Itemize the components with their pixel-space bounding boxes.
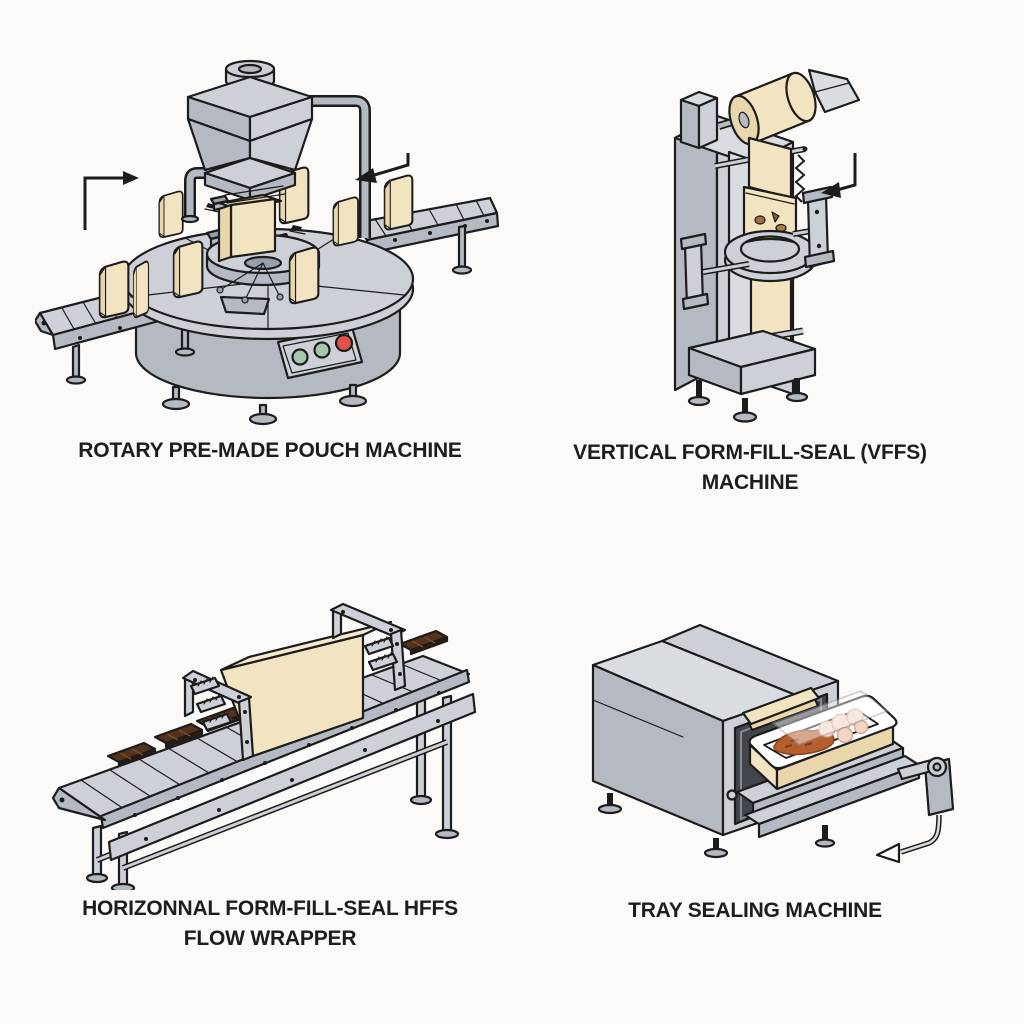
- figure-tray-sealing-machine: [565, 595, 985, 890]
- wrapping-film: [219, 620, 393, 758]
- outfeed-conveyor: [353, 174, 500, 275]
- vffs-machine-illustration: [673, 68, 861, 423]
- figure-hffs-flow-wrapper: [45, 590, 505, 894]
- cable-spring: [794, 154, 806, 203]
- film-roll: [679, 68, 861, 150]
- hffs-flow-wrapper-illustration: [51, 602, 477, 894]
- handle-unit: [875, 756, 955, 864]
- infeed-direction-arrow: [83, 171, 139, 230]
- door-knob: [726, 789, 738, 801]
- caption-vffs: VERTICAL FORM-FILL-SEAL (VFFS) MACHINE: [573, 441, 927, 494]
- pouch-being-filled: [217, 185, 286, 263]
- film-feed-direction-arrow: [821, 153, 857, 198]
- caption-hffs: HORIZONNAL FORM-FILL-SEAL HFFS FLOW WRAP…: [82, 897, 458, 950]
- tray-sealing-machine-illustration: [591, 623, 955, 864]
- handle-direction-arrow: [875, 842, 901, 864]
- hopper-assembly: [180, 59, 371, 263]
- caption-tray-sealer: TRAY SEALING MACHINE: [628, 899, 882, 922]
- food-pieces: [818, 708, 869, 744]
- outfeed-direction-arrow: [355, 153, 410, 183]
- machine-base: [687, 329, 817, 423]
- lidding-film-sheet: [741, 686, 821, 732]
- red-button: [334, 333, 354, 353]
- figure-rotary-pouch-machine: [33, 55, 505, 427]
- machine-feet: [597, 793, 836, 859]
- caption-rotary: ROTARY PRE-MADE POUCH MACHINE: [78, 439, 462, 462]
- forming-collar-ring: [723, 229, 817, 283]
- green-button: [313, 341, 331, 359]
- control-panel: [276, 325, 364, 380]
- food-tray: [748, 690, 898, 791]
- rotary-pouch-machine-illustration: [33, 59, 500, 426]
- side-clamps: [679, 185, 836, 311]
- green-button: [291, 348, 309, 366]
- figure-vffs-machine: [645, 50, 975, 432]
- clear-film-over-tray: [771, 690, 889, 746]
- infeed-sealing-station: [181, 669, 255, 762]
- outfeed-sealing-station: [329, 602, 407, 692]
- film-guide-plate: [807, 68, 861, 114]
